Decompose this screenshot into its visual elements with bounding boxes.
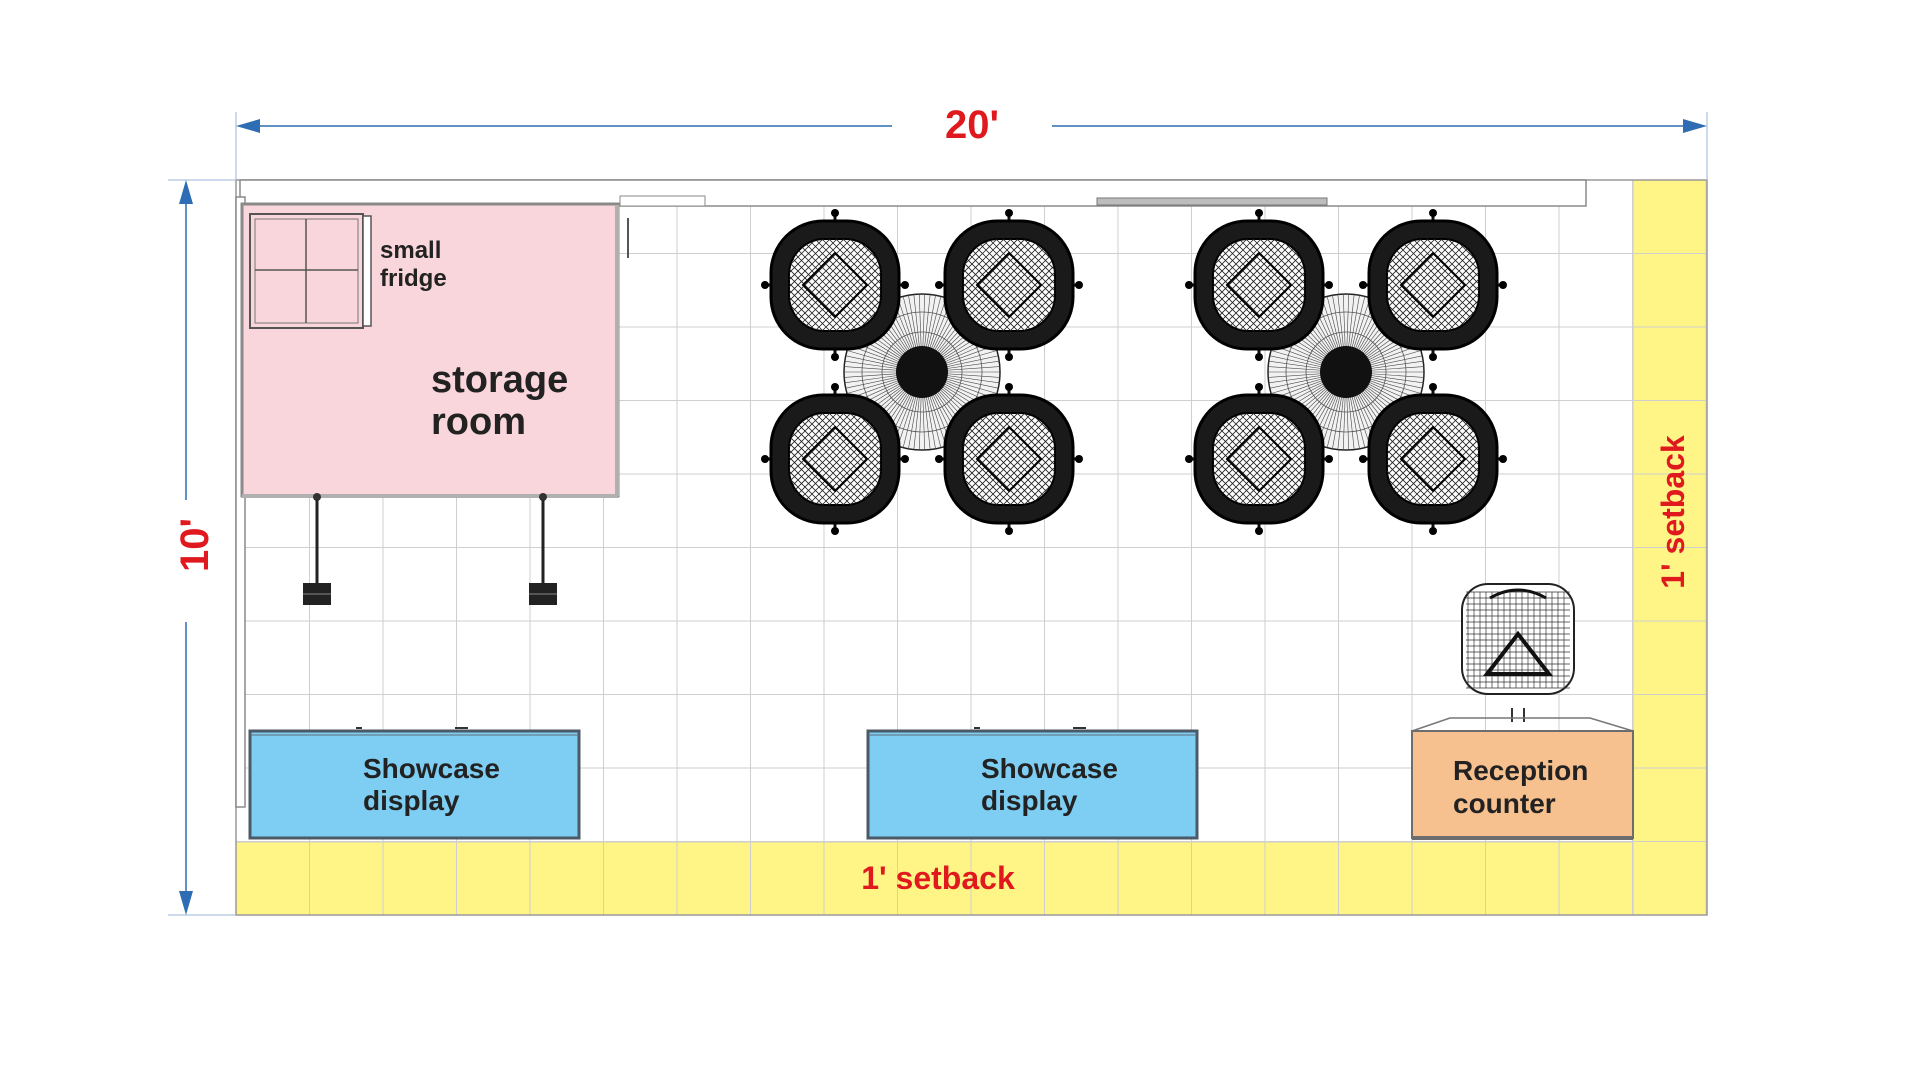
table-set-left	[761, 209, 1083, 535]
showcase-center-label-line1: Showcase	[981, 753, 1118, 784]
height-dimension-label: 10'	[173, 518, 217, 572]
chair	[935, 209, 1083, 361]
width-dimension-label: 20'	[945, 103, 999, 147]
fridge-label-line1: small	[380, 237, 441, 264]
width-dimension	[235, 112, 1708, 180]
chair	[761, 383, 909, 535]
showcase-left-label-line1: Showcase	[363, 753, 500, 784]
showcase-display-center	[866, 727, 1199, 840]
storage-room-label-line2: room	[431, 401, 526, 443]
back-wall-panel	[239, 179, 1587, 207]
fridge-label-line2: fridge	[380, 265, 447, 292]
chair	[1185, 209, 1333, 361]
showcase-center-label-line2: display	[981, 785, 1078, 816]
back-wall-shelf	[1096, 197, 1328, 206]
storage-room-label-line1: storage	[431, 359, 568, 401]
small-fridge	[249, 213, 372, 329]
chair	[761, 209, 909, 361]
bottom-setback-label: 1' setback	[861, 860, 1015, 896]
reception-label-line1: Reception	[1453, 755, 1588, 786]
chair	[935, 383, 1083, 535]
left-wall	[235, 196, 246, 808]
table-set-right	[1185, 209, 1507, 535]
chair	[1359, 209, 1507, 361]
height-dimension	[168, 179, 236, 916]
chair	[1359, 383, 1507, 535]
reception-chair	[1461, 583, 1575, 722]
chair	[1185, 383, 1333, 535]
showcase-left-label-line2: display	[363, 785, 460, 816]
showcase-display-left	[248, 727, 581, 840]
storage-door-frame	[619, 195, 706, 207]
right-setback-label: 1' setback	[1655, 435, 1691, 589]
reception-label-line2: counter	[1453, 788, 1556, 819]
hanging-light-right	[529, 493, 557, 605]
reception-counter	[1411, 717, 1634, 840]
hanging-light-left	[303, 493, 331, 605]
